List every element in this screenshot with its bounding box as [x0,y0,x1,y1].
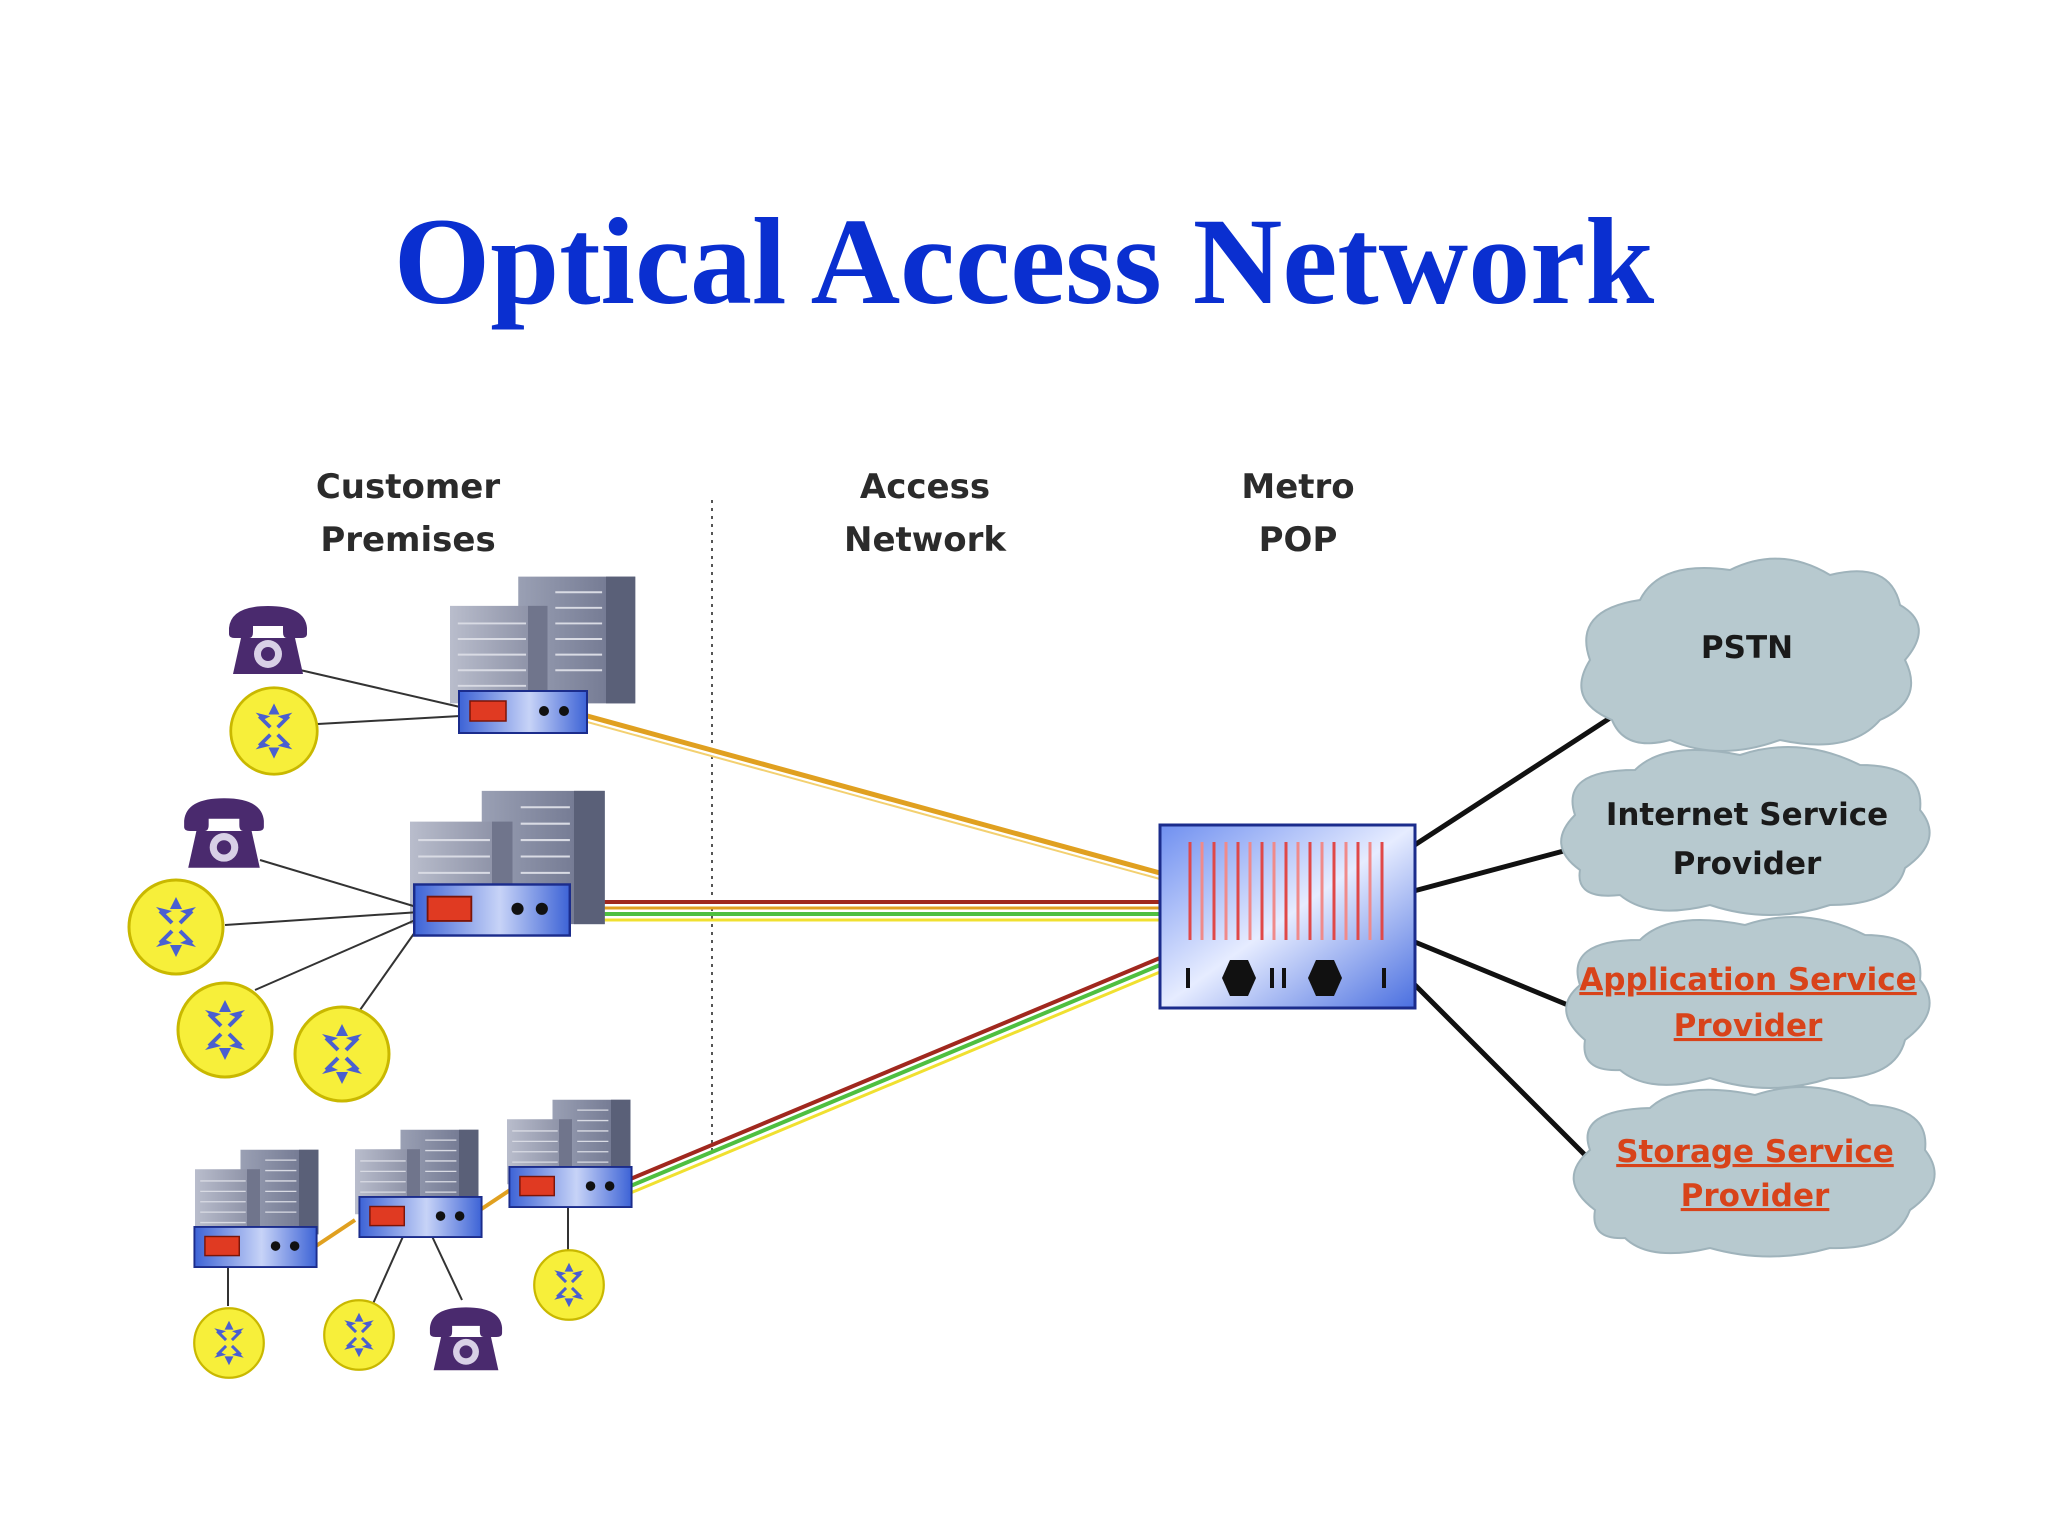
wireless-hub-icon [127,878,225,976]
wireless-hub-icon [228,685,320,777]
link-pop-isp [1409,845,1576,895]
premise-top [228,575,637,777]
zone-label-access-network: Access Network [844,467,1007,560]
pop-to-cloud-links [1408,715,1612,1162]
zone-label-metro-pop: Metro POP [1241,467,1354,560]
phone-icon [184,798,264,868]
fiber-link-bottom [627,956,1161,1196]
customer-device-icon [193,1226,318,1268]
cloud-storage-service-provider: Storage Service Provider [1572,1086,1936,1258]
zone-label-customer-line2: Premises [320,520,495,560]
premise-middle [127,790,606,1103]
wireless-hub-icon [293,1005,391,1103]
zone-label-customer-line1: Customer [316,467,500,507]
link-pop-pstn [1408,715,1612,851]
cloud-label-pstn: PSTN [1701,630,1793,666]
fiber-link-top [579,711,1161,880]
customer-device-icon [358,1196,483,1238]
cloud-label-asp-line1[interactable]: Application Service [1579,962,1916,998]
customer-device-icon [458,690,588,734]
zone-label-access-line2: Network [844,520,1007,560]
customer-device-icon [413,883,571,937]
cloud-label-asp-line2[interactable]: Provider [1674,1008,1823,1044]
pop-fiber-ports [1188,842,1384,940]
cloud-pstn: PSTN [1580,557,1920,752]
wireless-hub-icon [176,981,274,1079]
wireless-hub-icon [192,1306,266,1380]
zone-label-metro-line2: POP [1259,520,1338,560]
zone-label-metro-line1: Metro [1241,467,1354,507]
link-pop-asp [1409,937,1581,1013]
metro-pop-switch [1158,823,1417,1010]
zone-label-access-line1: Access [860,467,990,507]
premise-bottom [192,1099,633,1380]
cloud-label-isp-line2: Provider [1673,846,1822,882]
phone-icon [229,606,307,674]
wireless-hub-icon [532,1248,606,1322]
cloud-internet-service-provider: Internet Service Provider [1560,746,1931,916]
building-icon [450,575,637,705]
cloud-application-service-provider: Application Service Provider [1565,916,1931,1089]
zone-label-customer-premises: Customer Premises [316,467,500,560]
page-title: Optical Access Network [393,193,1655,330]
link-pop-ssp [1408,978,1592,1162]
building-icon [195,1149,320,1235]
wireless-hub-icon [322,1298,396,1372]
cloud-label-isp-line1: Internet Service [1606,797,1888,833]
cloud-label-ssp-line1[interactable]: Storage Service [1616,1134,1894,1170]
fiber-link-middle [568,900,1160,922]
cloud-label-ssp-line2[interactable]: Provider [1681,1178,1830,1214]
phone-icon [429,1307,503,1371]
customer-device-icon [508,1166,633,1208]
